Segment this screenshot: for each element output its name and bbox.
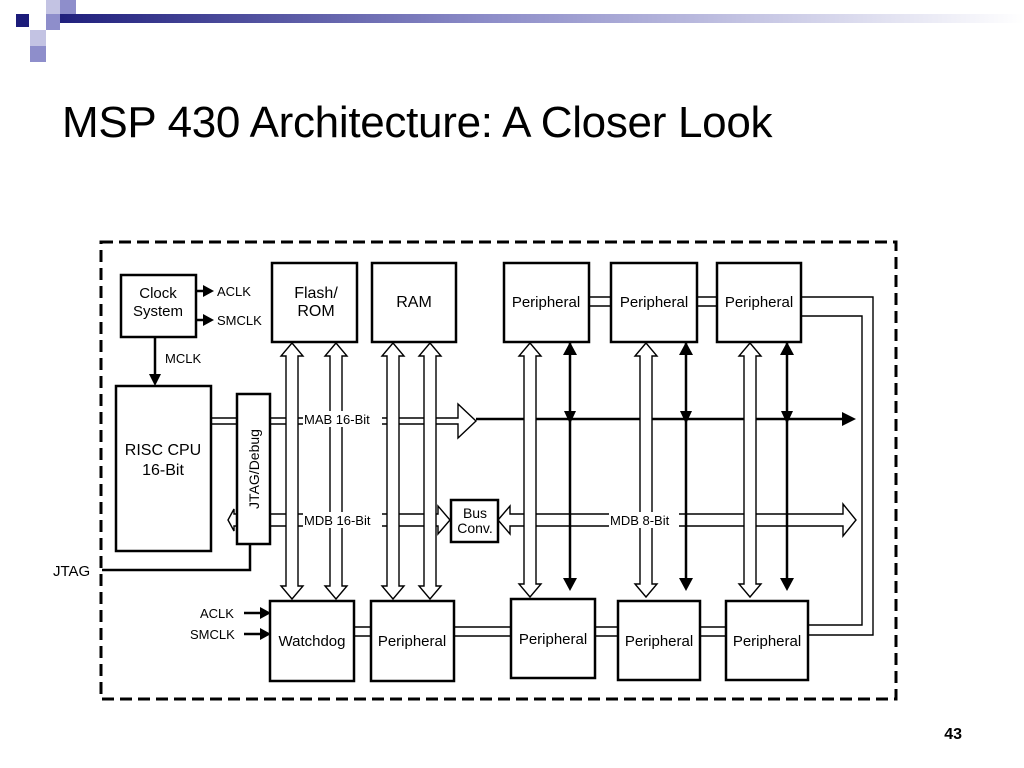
deco-square bbox=[46, 14, 60, 30]
jtag-debug-block bbox=[235, 392, 272, 546]
watchdog-smclk-arrow bbox=[260, 628, 271, 640]
mclk-arrow bbox=[149, 374, 161, 386]
bus-conv-label: Conv. bbox=[457, 520, 493, 536]
watchdog-block bbox=[268, 599, 356, 683]
mclk-label: MCLK bbox=[165, 351, 201, 366]
risc-cpu-block bbox=[114, 384, 213, 553]
chip-boundary bbox=[99, 240, 898, 701]
bus-conv-label: Bus bbox=[463, 505, 487, 521]
jtag-label: JTAG bbox=[53, 563, 90, 580]
deco-square bbox=[16, 14, 29, 27]
watchdog-aclk-arrow bbox=[260, 607, 271, 619]
peripheral-label: Peripheral bbox=[725, 294, 793, 311]
smclk-out-label: SMCLK bbox=[217, 313, 262, 328]
clock-system-label: Clock bbox=[139, 285, 177, 302]
clock-system-block bbox=[119, 273, 198, 339]
deco-square bbox=[46, 0, 60, 14]
mab-label: MAB 16-Bit bbox=[304, 412, 370, 427]
bus-tap-arrow bbox=[323, 341, 349, 601]
title-rule bbox=[46, 14, 1024, 23]
bus-8bit-taps bbox=[517, 341, 763, 599]
ram-block bbox=[370, 261, 458, 344]
bus-tap-arrow bbox=[737, 341, 763, 599]
peripheral-label: Peripheral bbox=[620, 294, 688, 311]
bus-tap-arrow bbox=[417, 341, 443, 601]
bus-16bit-taps bbox=[279, 341, 443, 601]
page-number: 43 bbox=[944, 726, 962, 743]
peripheral-block bbox=[502, 261, 591, 344]
deco-square bbox=[30, 30, 46, 46]
deco-square bbox=[30, 46, 46, 62]
peripheral-block bbox=[369, 599, 456, 683]
flash-rom-label: Flash/ bbox=[294, 285, 338, 302]
aclk-out-label: ACLK bbox=[217, 284, 251, 299]
deco-square bbox=[46, 30, 60, 46]
peripheral-label: Peripheral bbox=[512, 294, 580, 311]
mdb16-label: MDB 16-Bit bbox=[304, 513, 371, 528]
flash-rom-label: ROM bbox=[297, 303, 334, 320]
peripheral-label: Peripheral bbox=[733, 633, 801, 650]
peripheral-label: Peripheral bbox=[378, 633, 446, 650]
peripheral-label: Peripheral bbox=[519, 631, 587, 648]
smclk-out-arrow bbox=[203, 314, 214, 326]
mab-arrow-head bbox=[842, 412, 856, 426]
peripheral-block bbox=[609, 261, 699, 344]
watchdog-aclk-label: ACLK bbox=[200, 606, 234, 621]
peripheral-address-wires bbox=[563, 342, 794, 591]
watchdog-label: Watchdog bbox=[279, 633, 346, 650]
aclk-out-arrow bbox=[203, 285, 214, 297]
jtag-debug-label: JTAG/Debug bbox=[246, 429, 262, 509]
corner-decoration bbox=[16, 0, 1024, 62]
bus-tap-arrow bbox=[633, 341, 659, 599]
bus-tap-arrow bbox=[279, 341, 305, 601]
bus-tap-arrow bbox=[517, 341, 543, 599]
mdb8-label: MDB 8-Bit bbox=[610, 513, 670, 528]
watchdog-smclk-label: SMCLK bbox=[190, 627, 235, 642]
peripheral-block bbox=[616, 599, 702, 682]
bus-conv-block bbox=[449, 498, 500, 544]
ram-label: RAM bbox=[396, 294, 432, 311]
peripheral-block bbox=[715, 261, 803, 344]
peripheral-block bbox=[509, 597, 597, 680]
peripheral-block bbox=[724, 599, 810, 682]
deco-square bbox=[60, 0, 76, 14]
peripheral-label: Peripheral bbox=[625, 633, 693, 650]
flash-rom-block bbox=[270, 261, 359, 344]
risc-cpu-label: RISC CPU bbox=[125, 442, 201, 459]
risc-cpu-label: 16-Bit bbox=[142, 462, 184, 479]
peripheral-links bbox=[354, 296, 874, 637]
slide-title: MSP 430 Architecture: A Closer Look bbox=[62, 98, 773, 147]
bus-tap-arrow bbox=[380, 341, 406, 601]
clock-system-label: System bbox=[133, 303, 183, 320]
jtag-wire bbox=[102, 544, 252, 572]
